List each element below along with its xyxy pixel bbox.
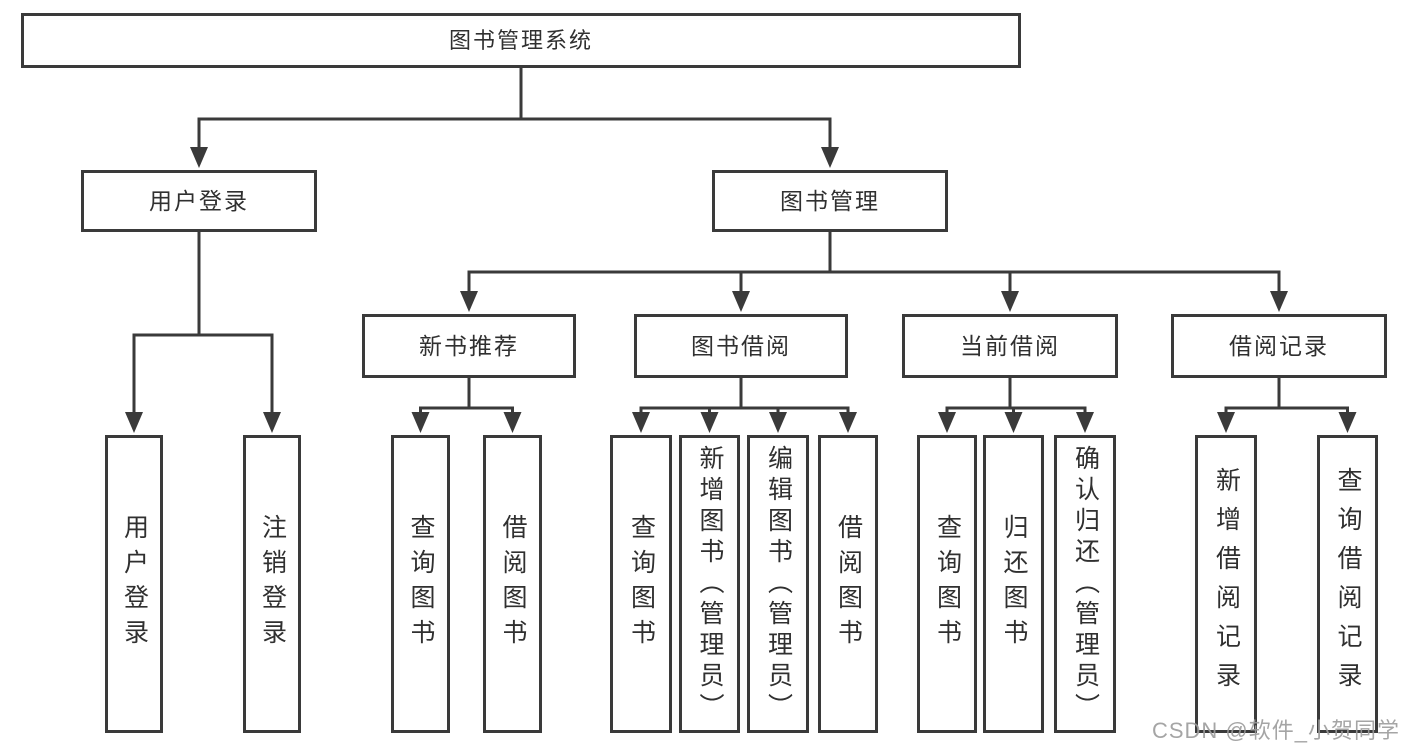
arrow-to-records-icon <box>1270 291 1288 312</box>
leaf-borrowing-add-books-admin: 新增图书（管理员） <box>679 435 740 733</box>
arrow-leaf-icon <box>769 412 787 433</box>
node-label: 查询借阅记录 <box>1334 467 1362 701</box>
arrow-to-current-icon <box>1001 291 1019 312</box>
node-borrow-records: 借阅记录 <box>1171 314 1387 378</box>
csdn-watermark: CSDN @软件_小贺同学 <box>1151 718 1400 743</box>
leaf-borrowing-borrow-books: 借阅图书 <box>818 435 878 733</box>
node-label: 借阅记录 <box>1229 332 1329 359</box>
node-label: 当前借阅 <box>960 332 1060 359</box>
leaf-newbooks-borrow-books: 借阅图书 <box>483 435 542 733</box>
node-label: 图书管理 <box>780 187 880 214</box>
node-label: 图书管理系统 <box>448 27 593 53</box>
node-current-borrowing: 当前借阅 <box>902 314 1118 378</box>
node-library-management-system: 图书管理系统 <box>21 13 1021 68</box>
arrow-to-bookmgmt-icon <box>821 147 839 168</box>
connector-login-rail <box>132 333 274 414</box>
leaf-user-login: 用户登录 <box>105 435 163 733</box>
leaf-current-return-books: 归还图书 <box>983 435 1044 733</box>
leaf-borrowing-query-books: 查询图书 <box>610 435 672 733</box>
connector-borrow-rail <box>639 406 850 414</box>
node-label: 新增图书（管理员） <box>696 444 724 724</box>
leaf-newbooks-query-books: 查询图书 <box>391 435 450 733</box>
node-label: 新书推荐 <box>419 332 519 359</box>
arrow-leaf-icon <box>1076 412 1094 433</box>
node-label: 查询图书 <box>627 514 656 654</box>
node-label: 借阅图书 <box>499 514 527 654</box>
arrowheads <box>125 147 1357 433</box>
arrow-leaf-icon <box>125 412 143 433</box>
arrow-leaf-icon <box>263 412 281 433</box>
connector-newbooks-rail <box>419 406 514 414</box>
leaf-records-query-record: 查询借阅记录 <box>1317 435 1378 733</box>
leaf-current-query-books: 查询图书 <box>917 435 977 733</box>
arrow-leaf-icon <box>1004 412 1023 433</box>
node-label: 图书借阅 <box>691 332 791 359</box>
arrow-leaf-icon <box>938 412 956 433</box>
arrow-to-login-icon <box>190 147 208 168</box>
arrow-leaf-icon <box>1338 412 1357 433</box>
connector-bookmgmt-rail <box>467 270 1281 294</box>
node-label: 归还图书 <box>1000 514 1028 654</box>
connector-records-rail <box>1224 406 1349 414</box>
node-label: 用户登录 <box>149 187 249 214</box>
node-label: 查询图书 <box>933 514 962 654</box>
arrow-leaf-icon <box>411 412 430 433</box>
connector-root-rail <box>197 117 832 150</box>
arrow-leaf-icon <box>1217 412 1235 433</box>
arrow-leaf-icon <box>700 412 719 433</box>
arrow-leaf-icon <box>839 412 857 433</box>
node-book-borrowing: 图书借阅 <box>634 314 848 378</box>
node-user-login-branch: 用户登录 <box>81 170 317 232</box>
connector-current-rail <box>945 406 1087 414</box>
arrow-to-newbooks-icon <box>460 291 478 312</box>
arrow-to-borrow-icon <box>732 291 750 312</box>
node-label: 新增借阅记录 <box>1212 467 1241 701</box>
node-label: 注销登录 <box>258 514 287 654</box>
leaf-records-add-record: 新增借阅记录 <box>1195 435 1257 733</box>
node-label: 用户登录 <box>120 514 149 654</box>
arrow-leaf-icon <box>503 412 522 433</box>
node-book-management-branch: 图书管理 <box>712 170 948 232</box>
node-new-book-recommend: 新书推荐 <box>362 314 576 378</box>
arrow-leaf-icon <box>632 412 650 433</box>
node-label: 编辑图书（管理员） <box>764 444 793 724</box>
node-label: 查询图书 <box>407 514 435 654</box>
node-label: 确认归还（管理员） <box>1071 444 1100 724</box>
node-label: 借阅图书 <box>834 514 863 654</box>
leaf-logout: 注销登录 <box>243 435 301 733</box>
leaf-current-confirm-return-admin: 确认归还（管理员） <box>1054 435 1116 733</box>
leaf-borrowing-edit-books-admin: 编辑图书（管理员） <box>747 435 809 733</box>
